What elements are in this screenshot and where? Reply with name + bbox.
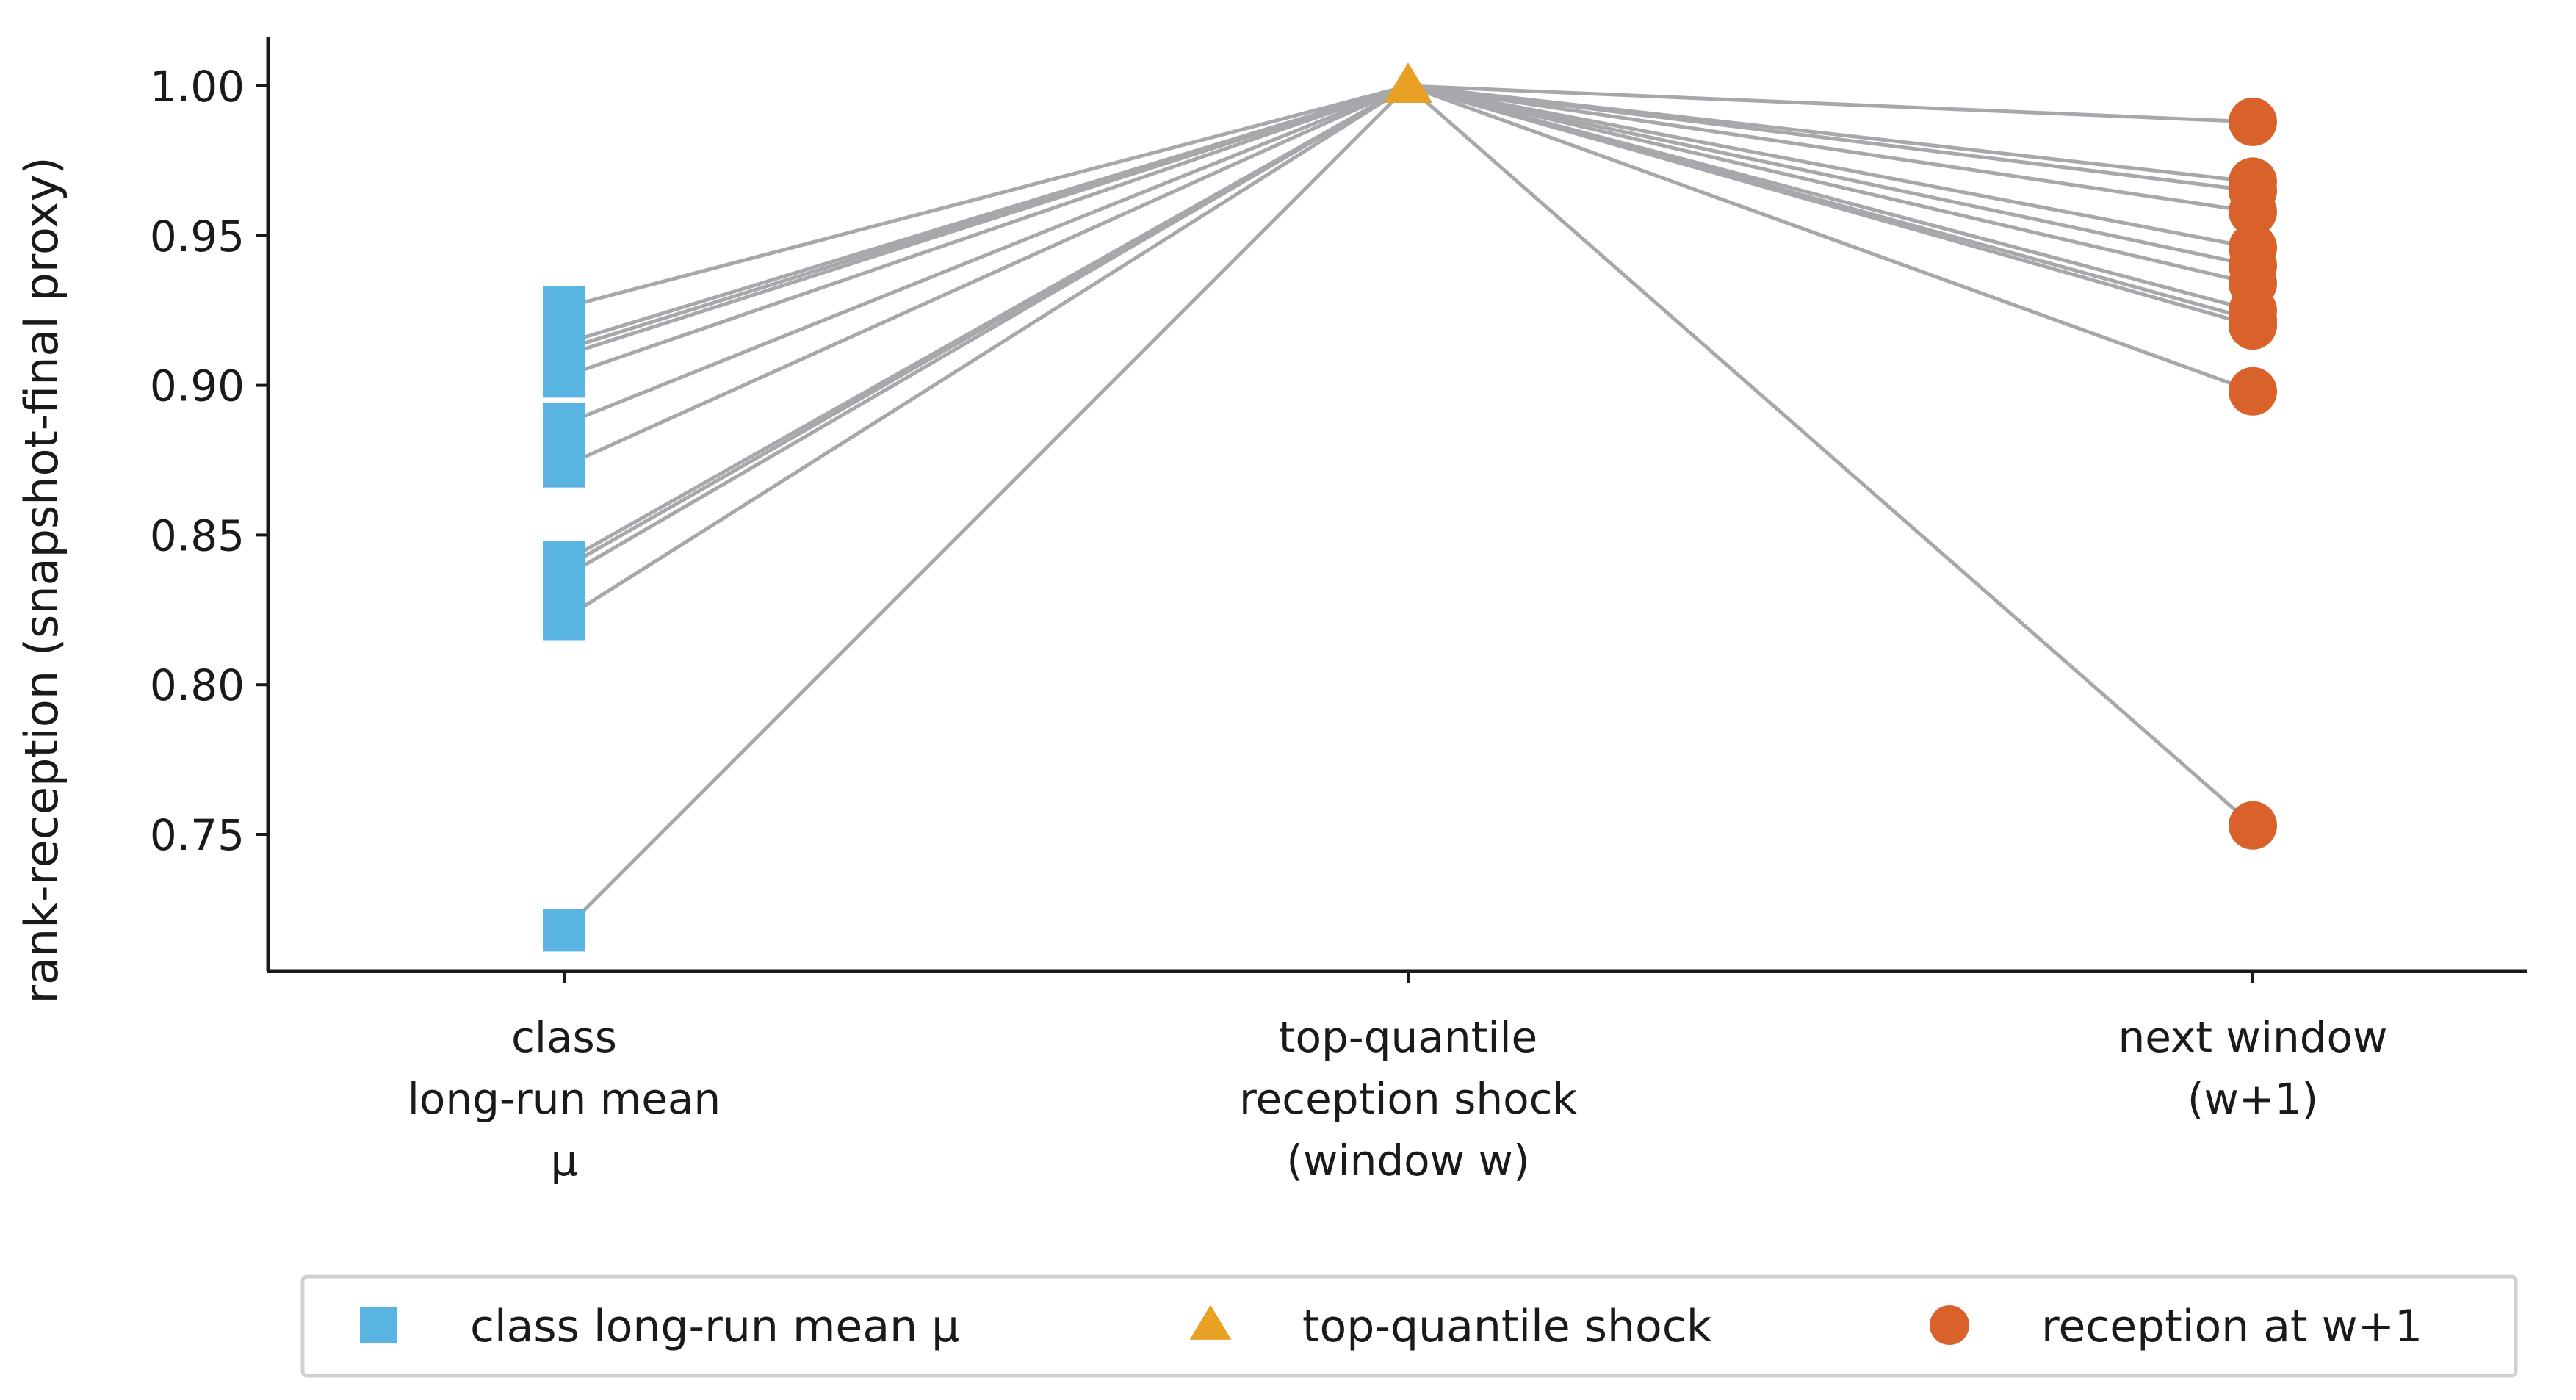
y-tick-label: 1.00: [150, 62, 245, 112]
class-mean-marker: [543, 403, 585, 446]
x-tick-label: reception shock: [1239, 1074, 1578, 1124]
next-window-marker: [2229, 801, 2277, 850]
connector-lines: [563, 84, 2254, 932]
series-line: [563, 84, 2254, 358]
legend-label: top-quantile shock: [1302, 1301, 1712, 1352]
x-tick-label: next window: [2118, 1012, 2388, 1062]
legend-label: reception at w+1: [2041, 1301, 2422, 1352]
next-window-marker: [2229, 97, 2277, 146]
x-tick-label: μ: [551, 1136, 578, 1186]
class-mean-marker: [543, 286, 585, 329]
legend-square-icon: [360, 1307, 397, 1343]
legend-label: class long-run mean μ: [470, 1301, 959, 1352]
legend-frame: [300, 1274, 2518, 1378]
legend-circle-icon: [1930, 1305, 1969, 1345]
series-line: [563, 84, 2254, 345]
series-line: [563, 84, 2254, 352]
class-mean-marker: [543, 555, 585, 599]
class-mean-marker: [543, 355, 585, 398]
next-window-marker: [2229, 301, 2277, 350]
x-tick-label: class: [511, 1012, 617, 1062]
x-tick-label: (window w): [1286, 1136, 1529, 1186]
x-tick-label: long-run mean: [408, 1074, 721, 1124]
legend: class long-run mean μ top-quantile shock r…: [300, 1274, 2518, 1378]
series-line: [563, 84, 2254, 378]
class-mean-marker: [543, 909, 585, 952]
x-tick-label: top-quantile: [1279, 1012, 1538, 1062]
axes: 0.75 0.80 0.85 0.90 0.95 1.00 class long-run me…: [150, 37, 2527, 1186]
y-axis-label: rank-reception (snapshot-final proxy): [15, 156, 68, 1003]
class-mean-marker: [543, 597, 585, 641]
shock-marker: [1384, 62, 1432, 103]
next-window-marker: [2229, 367, 2277, 416]
y-tick-label: 0.85: [150, 510, 245, 560]
data-markers: [543, 62, 2277, 952]
y-tick-label: 0.95: [150, 212, 245, 261]
class-mean-marker: [543, 444, 585, 488]
next-window-marker: [2229, 187, 2277, 237]
y-tick-label: 0.90: [150, 361, 245, 411]
y-tick-label: 0.75: [150, 810, 245, 860]
y-tick-label: 0.80: [150, 660, 245, 710]
legend-triangle-icon: [1189, 1305, 1232, 1340]
x-tick-label: (w+1): [2187, 1074, 2318, 1124]
